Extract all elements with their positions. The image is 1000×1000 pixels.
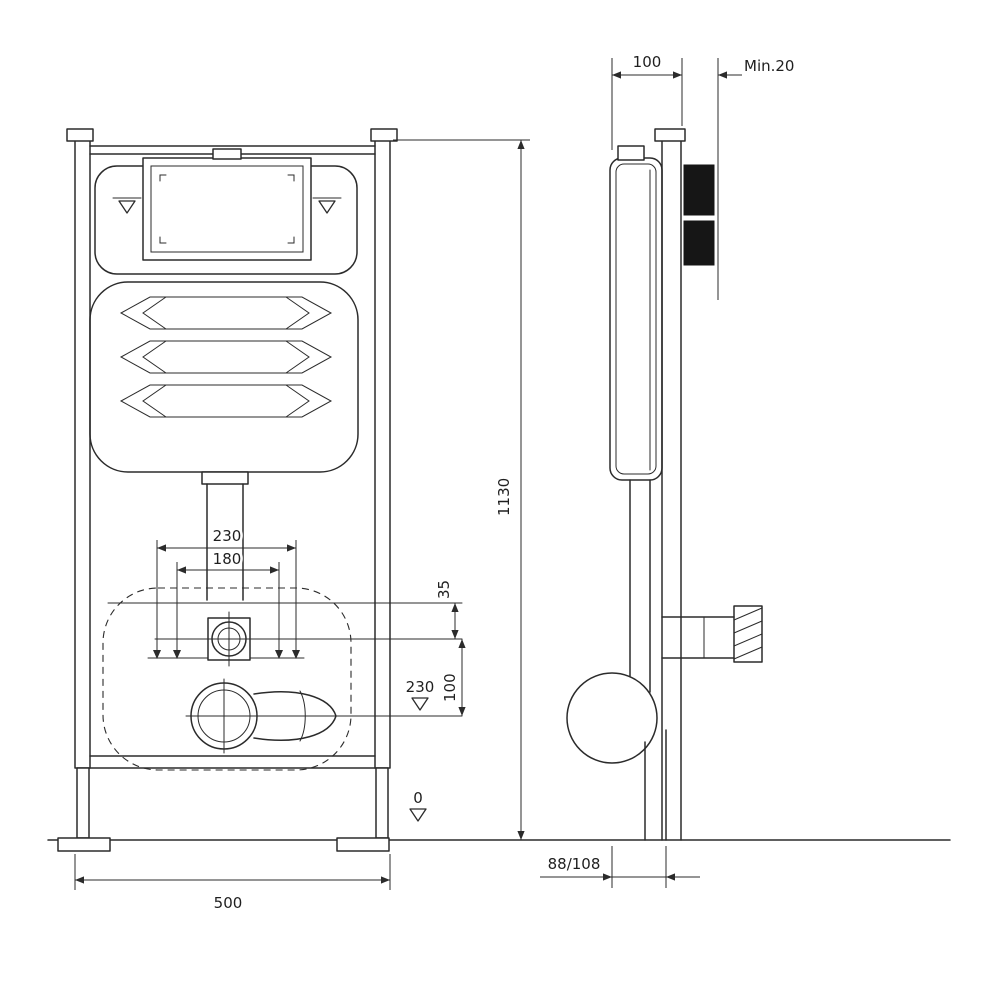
bolt-mark-3	[275, 650, 283, 659]
outlet-spigot-joint	[299, 690, 306, 742]
right-top-bracket	[370, 128, 398, 142]
tank-rib-row-2	[119, 340, 333, 374]
dim-wall-clearance: Min.20	[717, 57, 794, 300]
dim-label-min20: Min.20	[744, 57, 794, 75]
side-flush-pipe	[629, 479, 651, 693]
outlet-elbow	[566, 672, 658, 764]
panel-corner-marks	[159, 174, 295, 244]
access-panel-assembly	[94, 148, 358, 275]
flush-plate-block-upper	[683, 164, 715, 216]
fill-valve-cap	[617, 145, 645, 161]
dim-label-230-outer: 230	[213, 527, 242, 545]
dim-label-100-depth: 100	[633, 53, 662, 71]
tank-rib-row-1	[119, 296, 333, 330]
right-rail	[374, 139, 391, 769]
mounting-frame	[57, 128, 398, 852]
inlet-flange	[201, 611, 257, 667]
tank-rib-row-3	[119, 384, 333, 418]
tank-body	[89, 281, 359, 473]
bolt-mark-2	[173, 650, 181, 659]
outlet-spigot	[253, 691, 337, 741]
dim-label-1130: 1130	[495, 478, 513, 516]
right-water-level-icon	[312, 197, 342, 214]
floor-datum: 0	[409, 789, 427, 822]
side-tank-body	[609, 157, 663, 481]
wc-pan-dashed-outline	[102, 587, 352, 771]
fixing-bolts	[147, 650, 305, 659]
dim-label-230-height: 230	[406, 678, 435, 696]
dim-frame-depth: 100	[611, 53, 683, 150]
side-view: 100 Min.20	[540, 53, 794, 888]
upright-top-bracket	[654, 128, 686, 142]
dim-label-100-vertical: 100	[441, 673, 459, 702]
side-tank-inner	[615, 163, 657, 475]
flush-plate-block-lower	[683, 220, 715, 266]
dim-bolt-spacing-inner: 180	[176, 548, 280, 650]
side-cistern-tank	[609, 145, 663, 481]
right-leg	[375, 767, 389, 839]
dim-overall-height: 1130	[393, 139, 530, 840]
side-frame-upright	[654, 128, 686, 841]
right-foot-plate	[336, 837, 390, 852]
flush-pipe-collar	[201, 471, 249, 485]
dim-label-500: 500	[214, 894, 243, 912]
floor-datum-triangle-icon	[409, 808, 427, 822]
bolt-mark-4	[292, 650, 300, 659]
bolt-mark-1	[153, 650, 161, 659]
dim-bolt-spacing-outer: 230	[156, 525, 297, 650]
dim-label-88-108: 88/108	[548, 855, 601, 873]
left-leg	[76, 767, 90, 839]
access-panel-outer	[142, 157, 312, 261]
left-foot-plate	[57, 837, 111, 852]
waste-outlet	[190, 678, 337, 754]
left-water-level-icon	[112, 197, 142, 214]
access-panel-inner	[150, 165, 304, 253]
left-top-bracket	[66, 128, 94, 142]
outlet-datum-triangle-icon	[411, 697, 429, 711]
dim-inlet-drop: 35	[433, 577, 459, 639]
dim-inlet-to-outlet: 100	[439, 639, 466, 716]
dim-overall-width: 500	[74, 854, 391, 912]
dim-outlet-pipe: 88/108	[540, 846, 700, 888]
front-view: 230 180 35 100 230 0	[57, 128, 530, 912]
left-rail	[74, 139, 91, 769]
panel-top-clip	[212, 148, 242, 160]
outlet-height-datum: 230	[406, 678, 435, 711]
flush-plate-section	[683, 164, 715, 266]
dim-label-35: 35	[435, 580, 453, 599]
thread-hatching	[733, 607, 763, 660]
cistern-tank	[89, 281, 359, 601]
dim-label-0: 0	[413, 789, 423, 807]
dim-label-180: 180	[213, 550, 242, 568]
side-outlet-assembly	[566, 605, 763, 841]
